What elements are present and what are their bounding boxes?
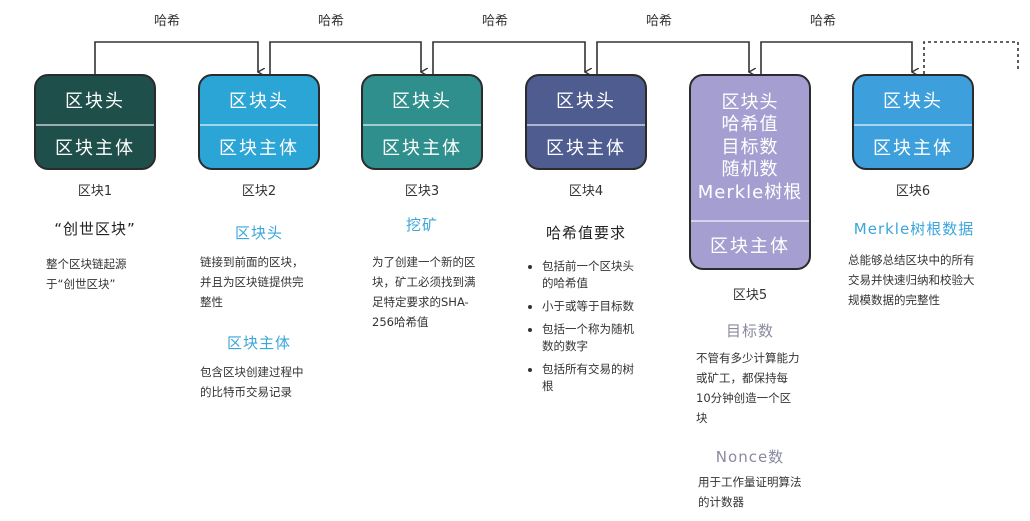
target-text: 不管有多少计算能力或矿工，都保持每10分钟创造一个区块 — [696, 351, 800, 425]
block-6-caption: 区块6 — [895, 184, 931, 199]
block-5-target: 目标数 — [721, 136, 779, 158]
block-4: 区块头 区块主体 — [525, 74, 647, 170]
block-6-body: 区块主体 — [854, 124, 972, 168]
hash-label-1: 哈希 — [154, 14, 181, 29]
nonce-title: Nonce数 — [715, 448, 785, 466]
block-5-merkle-root: Merkle树根 — [697, 181, 803, 203]
nonce-text: 用于工作量证明算法的计数器 — [698, 475, 802, 509]
block-2-header: 区块头 — [229, 91, 289, 112]
block-6-header: 区块头 — [883, 91, 943, 112]
mining-text: 为了创建一个新的区块，矿工必须找到满足特定要求的SHA-256哈希值 — [372, 255, 476, 329]
block-1-header: 区块头 — [65, 91, 125, 112]
block-2: 区块头 区块主体 — [198, 74, 320, 170]
hash-link-4-5 — [596, 41, 749, 74]
block-6: 区块头 区块主体 — [852, 74, 974, 170]
hash-link-2-3 — [269, 41, 421, 74]
block-5-nonce: 随机数 — [721, 159, 779, 181]
merkle-title: Merkle树根数据 — [853, 220, 975, 238]
block-5-body: 区块主体 — [691, 220, 809, 268]
hash-requirement-item: 包括前一个区块头的哈希值 — [542, 258, 634, 292]
block-1-body: 区块主体 — [36, 124, 154, 168]
hash-requirement-item: 包括一个称为随机数的数字 — [542, 321, 634, 355]
hash-label-4: 哈希 — [646, 14, 673, 29]
block-5-caption: 区块5 — [732, 288, 768, 303]
target-title: 目标数 — [725, 322, 774, 340]
block-3-body: 区块主体 — [363, 124, 481, 168]
block-3-caption: 区块3 — [404, 184, 440, 199]
block-4-caption: 区块4 — [568, 184, 604, 199]
block-4-body: 区块主体 — [527, 124, 645, 168]
block-4-header: 区块头 — [556, 91, 616, 112]
header-title: 区块头 — [234, 224, 283, 242]
block-5: 区块头 哈希值 目标数 随机数 Merkle树根 区块主体 — [689, 74, 811, 270]
hash-link-1-2 — [94, 41, 258, 74]
genesis-text: 整个区块链起源于“创世区块” — [46, 257, 127, 291]
hash-requirement-item: 包括所有交易的树根 — [542, 361, 634, 395]
body-title: 区块主体 — [226, 334, 291, 352]
hash-link-5-6 — [760, 41, 912, 74]
merkle-text: 总能够总结区块中的所有交易并快速归纳和校验大规模数据的完整性 — [848, 253, 975, 307]
block-1: 区块头 区块主体 — [34, 74, 156, 170]
block-5-header-title: 区块头 — [721, 91, 779, 113]
block-5-header: 区块头 哈希值 目标数 随机数 Merkle树根 — [691, 76, 809, 220]
header-text: 链接到前面的区块，并且为区块链提供完整性 — [200, 255, 304, 309]
block-2-caption: 区块2 — [241, 184, 277, 199]
block-5-hash-value: 哈希值 — [721, 114, 779, 136]
mining-title: 挖矿 — [405, 216, 438, 234]
genesis-title: “创世区块” — [54, 220, 136, 238]
hash-link-6-next — [923, 41, 1019, 74]
hash-requirements-list: 包括前一个区块头的哈希值 小于或等于目标数 包括一个称为随机数的数字 包括所有交… — [530, 258, 634, 401]
hash-label-2: 哈希 — [318, 14, 345, 29]
hash-requirements-title: 哈希值要求 — [545, 224, 626, 242]
block-1-caption: 区块1 — [77, 184, 113, 199]
body-text: 包含区块创建过程中的比特币交易记录 — [200, 365, 304, 399]
hash-link-3-4 — [432, 41, 585, 74]
hash-label-5: 哈希 — [810, 14, 837, 29]
hash-requirement-item: 小于或等于目标数 — [542, 298, 634, 315]
block-3: 区块头 区块主体 — [361, 74, 483, 170]
block-2-body: 区块主体 — [200, 124, 318, 168]
hash-label-3: 哈希 — [482, 14, 509, 29]
block-3-header: 区块头 — [392, 91, 452, 112]
